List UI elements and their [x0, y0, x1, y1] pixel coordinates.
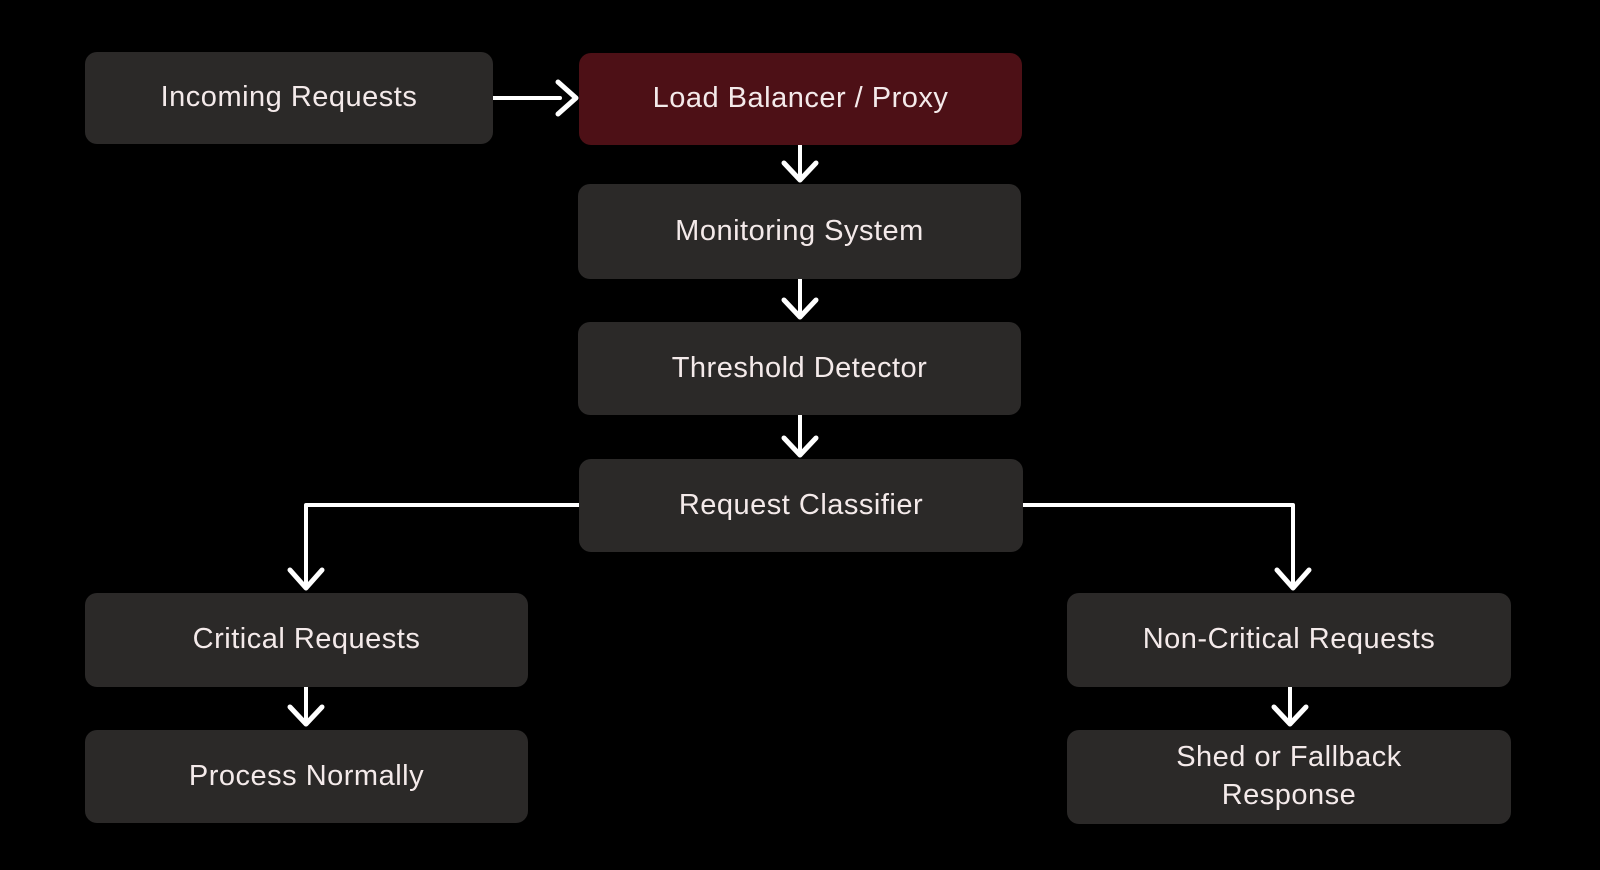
- node-process-normally: Process Normally: [85, 730, 528, 823]
- arrowhead-down-icon: [1271, 704, 1309, 727]
- edge-line: [304, 503, 581, 585]
- edge-classifier-to-critical: [287, 503, 581, 591]
- arrowhead-down-icon: [781, 160, 819, 183]
- node-incoming-requests: Incoming Requests: [85, 52, 493, 144]
- node-load-balancer-proxy: Load Balancer / Proxy: [579, 53, 1022, 145]
- edge-line: [1021, 503, 1295, 585]
- edge-load-balancer-to-monitoring: [781, 143, 819, 183]
- edge-noncritical-to-shed: [1271, 685, 1309, 727]
- arrowhead-down-icon: [1274, 567, 1312, 591]
- arrowhead-down-icon: [781, 297, 819, 320]
- node-threshold-detector: Threshold Detector: [578, 322, 1021, 415]
- node-shed-or-fallback-response: Shed or Fallback Response: [1067, 730, 1511, 824]
- arrowhead-down-icon: [781, 435, 819, 458]
- edge-critical-to-process: [287, 685, 325, 727]
- edge-monitoring-to-threshold: [781, 277, 819, 320]
- edge-incoming-to-load-balancer: [491, 79, 579, 117]
- edge-classifier-to-noncritical: [1021, 503, 1312, 591]
- node-monitoring-system: Monitoring System: [578, 184, 1021, 279]
- node-critical-requests: Critical Requests: [85, 593, 528, 687]
- arrowhead-down-icon: [287, 704, 325, 727]
- node-request-classifier: Request Classifier: [579, 459, 1023, 552]
- edge-threshold-to-classifier: [781, 413, 819, 458]
- arrowhead-right-icon: [555, 79, 579, 117]
- node-non-critical-requests: Non-Critical Requests: [1067, 593, 1511, 687]
- arrowhead-down-icon: [287, 567, 325, 591]
